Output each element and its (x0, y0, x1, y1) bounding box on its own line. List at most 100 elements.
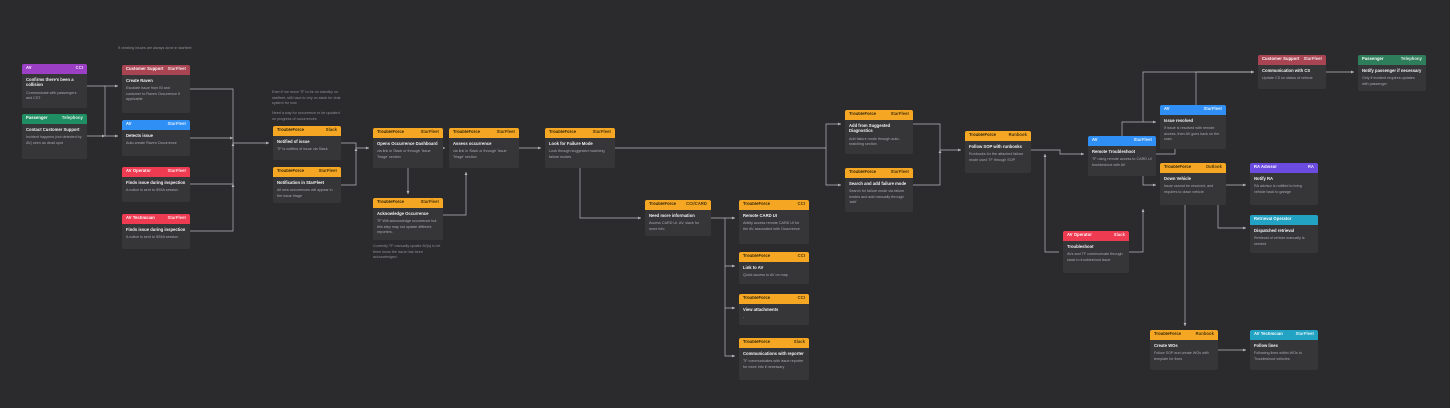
card-description: Update CS on status of vehicle (1262, 76, 1313, 81)
card-description: TF Will acknowledge occurrence but this … (377, 219, 437, 235)
card-actor: AV (1164, 107, 1170, 111)
card-system: StarFleet (1133, 137, 1152, 142)
card-system: CCI (797, 201, 805, 206)
card-actor: TroubleForce (377, 130, 405, 134)
card-description: via link in Slack or through 'Issue Tria… (377, 149, 431, 159)
card-system: StarFleet (890, 111, 909, 116)
card-system: CCI (797, 253, 805, 258)
card-title: Communication with CS (1262, 67, 1311, 73)
card-description: Auto-create Raven Occurrence (126, 141, 177, 146)
card-actor: Passenger (1362, 57, 1384, 61)
card-system: Telephony (1400, 56, 1422, 61)
card-actor: TroubleForce (453, 130, 481, 134)
card-title: Create WOs (1154, 342, 1178, 348)
card-actor: TroubleForce (649, 202, 677, 206)
note-tf-standby: Even if we move TF to be on standby on s… (272, 90, 341, 106)
card-system: Slack (1113, 232, 1125, 237)
card-actor: TroubleForce (1154, 332, 1182, 336)
note-manual-update: Currently TF manually update AV(s) to le… (373, 244, 441, 260)
card-description: Communicate with passengers and CST (26, 90, 77, 101)
card-system: StarFleet (496, 129, 515, 134)
card-actor: TroubleForce (549, 130, 577, 134)
card-description: A notice is sent to IEMA session (126, 188, 179, 193)
card-description: If issue is resolved with remote access,… (1164, 126, 1220, 142)
card-system: Runbook (1008, 132, 1027, 137)
card-title: Follow SOP with runbooks (969, 143, 1022, 149)
card-description: - (743, 315, 745, 320)
card-system: StarFleet (318, 168, 337, 173)
card-title: Finds issue during inspection (126, 179, 186, 185)
card-system: StarFleet (167, 66, 186, 71)
card-title: Remote Troubleshoot (1092, 148, 1136, 154)
card-description: via link in Slack or through 'Issue Tria… (453, 149, 507, 159)
card-title: Link to AV (743, 264, 764, 270)
card-description: AVs and TF communicate through slack to … (1067, 252, 1123, 262)
card-description: Following lines within WOs to Troublesho… (1254, 351, 1302, 361)
card-description: A notice is sent to IEMA session (126, 235, 179, 240)
card-system: StarFleet (167, 121, 186, 126)
card-description: RA advisor is notified to bring vehicle … (1254, 184, 1302, 194)
card-system: StarFleet (1295, 331, 1314, 336)
card-actor: Customer Support (126, 67, 164, 71)
